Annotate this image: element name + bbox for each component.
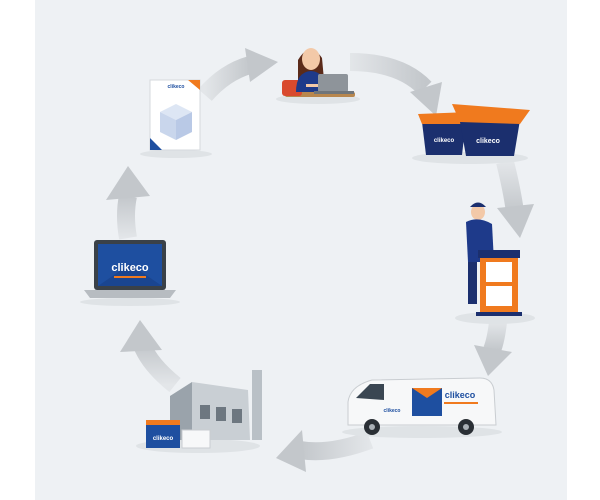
van-brand-label: clikeco — [445, 390, 476, 400]
woman-at-laptop-icon — [276, 48, 360, 104]
arrow-document-to-order — [198, 48, 278, 102]
van-brand-label-small: clikeco — [384, 408, 401, 414]
document-icon: clikeco — [140, 79, 212, 158]
arrow-factory-to-laptop — [120, 320, 181, 393]
courier-icon — [455, 202, 535, 324]
bin-brand-label-2: clikeco — [476, 138, 500, 145]
process-cycle-diagram: clikeco clikeco clikeco clikeco — [35, 0, 567, 500]
arrow-order-to-bins — [349, 53, 442, 116]
factory-bin-brand-label: clikeco — [153, 436, 174, 442]
arrow-courier-to-van — [474, 320, 512, 376]
factory-icon: clikeco — [136, 370, 262, 453]
laptop-brand-label: clikeco — [111, 262, 149, 274]
arrow-van-to-factory — [276, 430, 374, 472]
van-icon: clikeco clikeco — [342, 377, 502, 438]
document-brand-label: clikeco — [168, 84, 185, 90]
bins-icon: clikeco clikeco — [412, 104, 530, 164]
arrow-bins-to-courier — [496, 159, 534, 238]
laptop-icon: clikeco — [80, 240, 180, 306]
arrow-laptop-to-document — [106, 166, 150, 240]
bin-brand-label: clikeco — [434, 138, 455, 144]
cycle-canvas: clikeco clikeco clikeco clikeco — [80, 48, 535, 472]
